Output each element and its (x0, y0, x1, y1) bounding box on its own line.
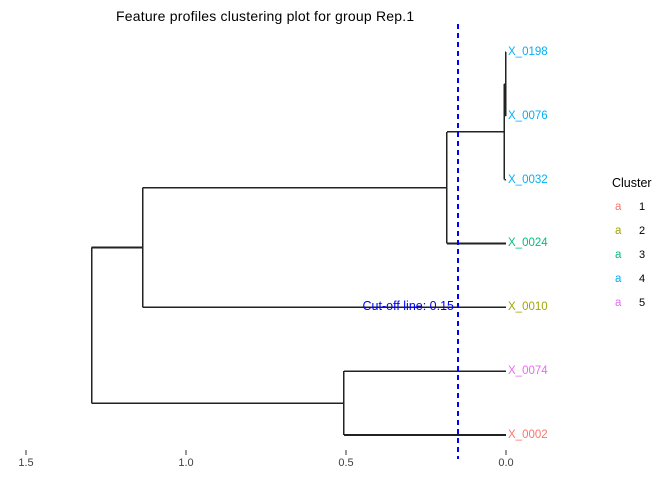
legend-item-label: 2 (639, 225, 646, 237)
legend-item-label: 5 (639, 297, 646, 309)
legend-key-glyph: a (615, 249, 622, 261)
x-axis-tick-label: 0.0 (498, 457, 514, 469)
x-axis-tick-label: 0.5 (338, 457, 354, 469)
leaf-label-X_0024: X_0024 (508, 237, 548, 250)
leaf-label-X_0032: X_0032 (508, 173, 548, 186)
legend-key-glyph: a (615, 297, 622, 309)
leaf-label-X_0076: X_0076 (508, 109, 548, 122)
legend-key-glyph: a (615, 225, 622, 237)
leaf-label-X_0198: X_0198 (508, 46, 548, 58)
legend-item-label: 1 (639, 201, 646, 213)
x-axis-tick-label: 1.0 (178, 457, 194, 469)
legend-key-glyph: a (615, 201, 622, 213)
legend-item-label: 4 (639, 273, 646, 285)
plot-title: Feature profiles clustering plot for gro… (116, 8, 415, 24)
legend-key-glyph: a (615, 273, 622, 285)
legend-title: Cluster (612, 176, 652, 190)
leaf-label-X_0010: X_0010 (508, 301, 548, 314)
x-axis-tick-label: 1.5 (18, 457, 34, 469)
leaf-label-X_0002: X_0002 (508, 428, 548, 441)
leaf-label-X_0074: X_0074 (508, 365, 548, 378)
cutoff-line-label: Cut-off line: 0.15 (362, 299, 455, 313)
legend-item-label: 3 (639, 249, 646, 261)
